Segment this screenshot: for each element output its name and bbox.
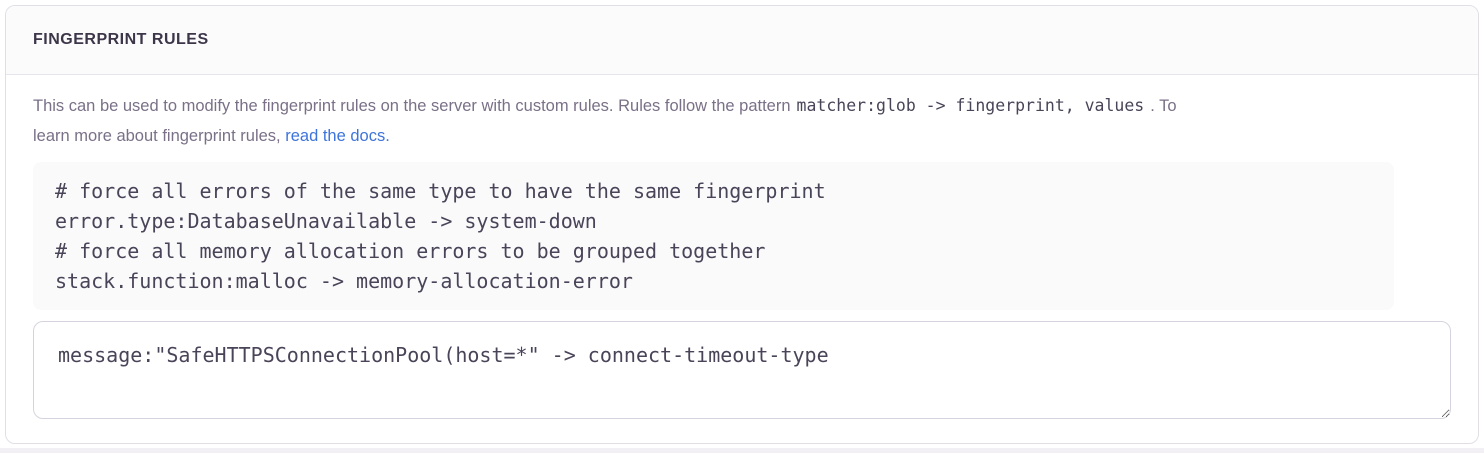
help-text-line2: learn more about fingerprint rules,	[33, 127, 286, 145]
next-panel-edge	[0, 448, 1484, 453]
example-rules-code-block: # force all errors of the same type to h…	[33, 162, 1394, 310]
fingerprint-rules-input[interactable]: message:"SafeHTTPSConnectionPool(host=*"…	[33, 321, 1451, 419]
panel-body: This can be used to modify the fingerpri…	[6, 75, 1478, 443]
help-text: This can be used to modify the fingerpri…	[33, 91, 1451, 151]
panel-title: FINGERPRINT RULES	[33, 31, 209, 48]
fingerprint-rules-panel: FINGERPRINT RULES This can be used to mo…	[5, 5, 1479, 444]
help-text-before-code: This can be used to modify the fingerpri…	[33, 97, 791, 115]
panel-header: FINGERPRINT RULES	[6, 6, 1478, 75]
pattern-inline-code: matcher:glob -> fingerprint, values	[796, 96, 1145, 115]
read-the-docs-link[interactable]: read the docs.	[285, 127, 390, 145]
help-text-after-code: . To	[1150, 97, 1177, 115]
